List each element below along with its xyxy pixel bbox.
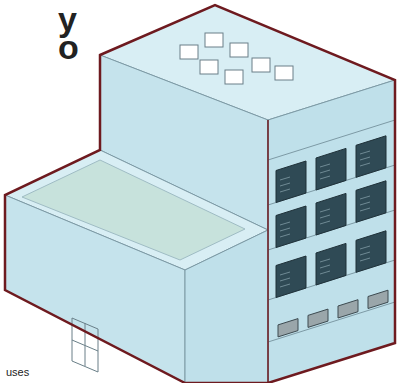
caption-fragment: uses bbox=[6, 366, 29, 378]
heading-fragment: o bbox=[58, 30, 79, 64]
